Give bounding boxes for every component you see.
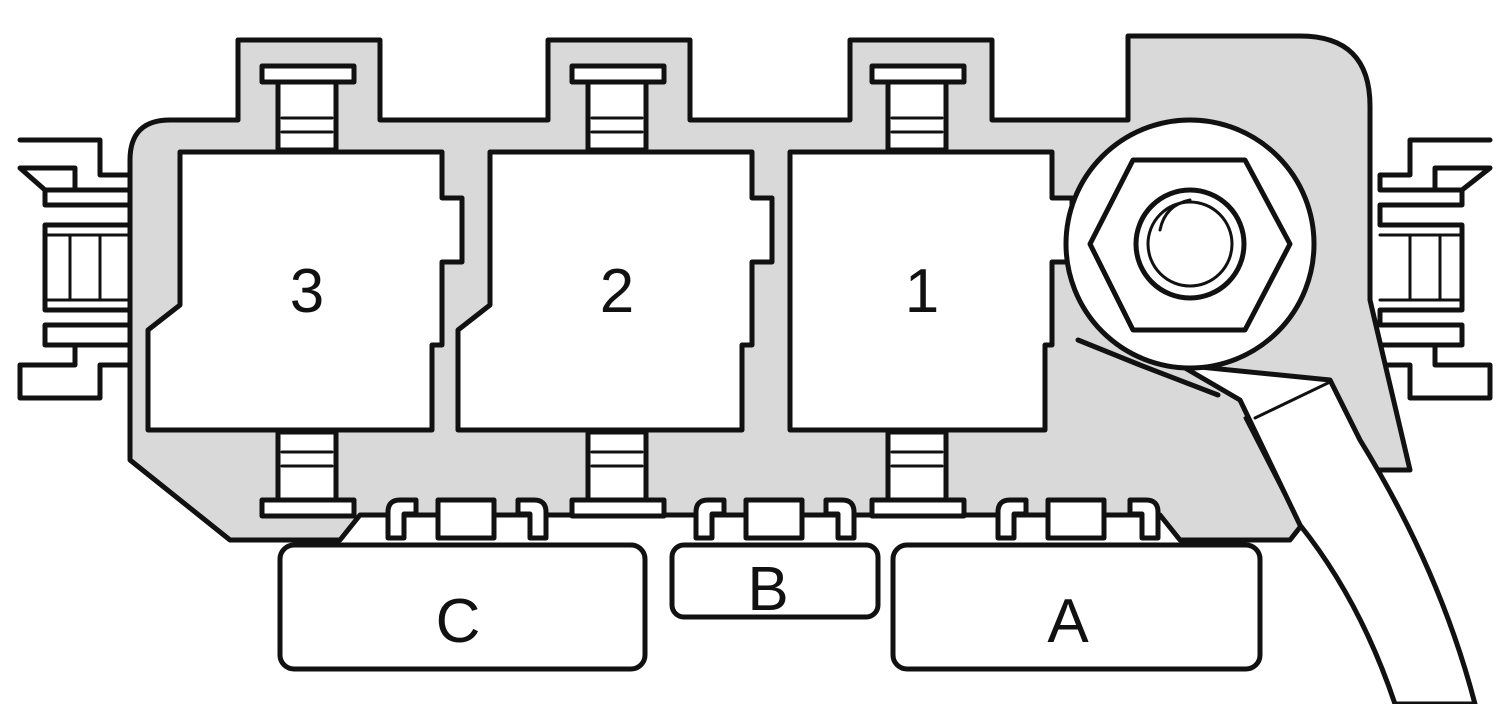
relay-socket-1: 1 [787, 63, 1075, 519]
relay-box-housing [127, 33, 1413, 543]
relay-socket-3: 3 [145, 63, 465, 519]
relay-label-1: 1 [905, 257, 939, 326]
connector-b: B [669, 542, 881, 624]
relay-socket-2: 2 [455, 63, 775, 519]
connector-a: A [890, 542, 1263, 672]
connector-label-a: A [1047, 587, 1089, 656]
ring-terminal [1063, 117, 1317, 371]
connector-label-c: C [436, 587, 481, 656]
relay-label-2: 2 [600, 257, 634, 326]
connector-label-b: B [747, 555, 788, 624]
connector-latches [385, 497, 1161, 541]
connector-c: C [277, 542, 648, 672]
relay-label-3: 3 [290, 257, 324, 326]
right-mounting-bracket [1377, 137, 1493, 401]
left-mounting-bracket [17, 137, 135, 401]
